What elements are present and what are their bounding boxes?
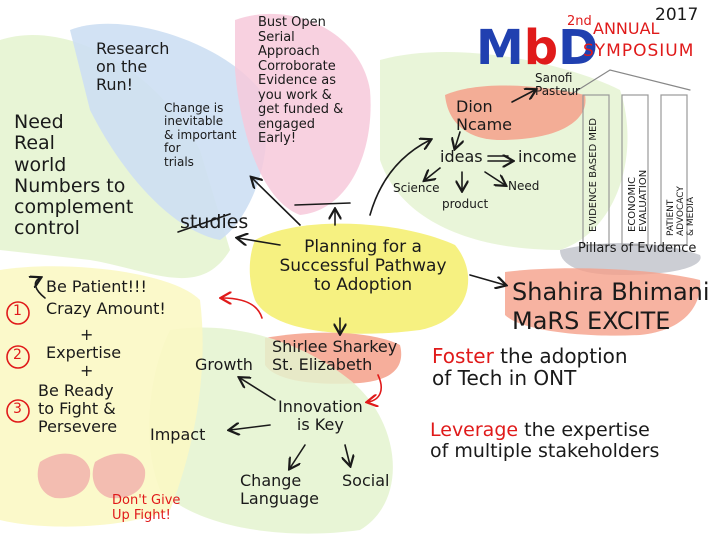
pillars-roof [569,69,691,96]
science: Science [393,181,440,195]
wash-yellow-center [249,223,469,334]
wash-pink-glove-right [92,453,146,499]
arrow-innovation-impact [230,425,271,430]
growth: Growth [195,355,253,374]
be-ready-to-fight: Be Ready to Fight & Persevere [38,381,118,436]
arrow-dion-sanofi [511,90,535,103]
plus-1: + [80,325,94,344]
arrow-innovation-growth [240,378,276,401]
impact: Impact [150,425,206,444]
arrow-to-dion [369,140,430,216]
pillar-patient-advocacy: PATIENT ADVOCACY & MEDIA [666,186,697,236]
logo-mbd: MbD [476,20,598,76]
pillars-of-evidence: Pillars of Evidence [578,241,697,256]
bust-open-serial-approach: Bust Open Serial Approach Corroborate Ev… [258,15,344,147]
arrow-dion-ideas [455,131,460,148]
foster-word: Foster [432,344,494,368]
logo-b: b [523,20,559,76]
logo-m: M [476,20,524,76]
arrow-innovation-language [290,444,306,468]
pillar-middle [621,94,649,246]
arrow-to-shahira [469,274,505,285]
annual: ANNUAL [593,19,660,38]
product: product [442,197,489,211]
wash-pink-glove-left [37,453,91,499]
wash-blue-research [70,23,267,240]
foster-tech: Foster the adoption of Tech in ONT [432,345,628,390]
wash-green-left [0,34,230,279]
logo-d: D [558,20,598,76]
arrow-to-change [252,178,301,226]
wash-gray-pillars [560,243,701,275]
dion-ncame: Dion Ncame [456,97,512,134]
arrow-be-patient [35,278,46,299]
shirlee-sharkey: Shirlee Sharkey St. Elizabeth [272,337,398,374]
ordinal: 2nd [567,14,592,29]
leverage-word: Leverage [430,419,519,441]
arrow-studies-underline [177,213,231,233]
wash-salmon-dion [445,85,586,140]
plus-2: + [80,361,94,380]
pillar-left [582,94,610,246]
pillar-evidence-based-med: EVIDENCE BASED MED [588,118,599,232]
num-circle-3 [6,399,30,423]
num-circle-1 [6,301,30,325]
sanofi-pasteur: Sanofi Pasteur [535,71,580,99]
need: Need [508,179,540,193]
foster-text: the adoption of Tech in ONT [432,344,628,391]
arrow-innovation-social [345,444,350,465]
num-3: 3 [13,401,22,417]
change-is-inevitable: Change is inevitable & important for tri… [164,101,237,169]
arrow-ideas-need [484,171,505,185]
innovation-is-key: Innovation is Key [278,397,363,434]
arrow-red-center-left [222,298,263,319]
year: 2017 [655,5,699,25]
center-title: Planning for a Successful Pathway to Ado… [279,237,447,296]
studies: studies [180,211,249,233]
wash-green-bottom [149,327,393,534]
expertise: Expertise [46,343,122,362]
be-patient: Be Patient!!! Crazy Amount! [46,277,166,318]
pillar-right [660,94,688,246]
arrow-red-shirlee [368,374,382,402]
income: income [518,147,577,166]
need-real-world: Need Real world Numbers to complement co… [14,111,134,240]
leverage-text: the expertise of multiple stakeholders [430,419,660,463]
num-circle-2 [6,345,30,369]
num-2: 2 [13,347,22,363]
social: Social [342,471,390,490]
research-on-the-run: Research on the Run! [96,39,170,94]
ideas: ideas [440,147,483,166]
leverage-expertise: Leverage the expertise of multiple stake… [430,419,660,463]
symposium: SYMPOSIUM [583,41,695,61]
change-language: Change Language [240,471,319,508]
underline-bust [294,202,351,206]
wash-salmon-shahira [505,268,701,336]
num-1: 1 [13,303,22,319]
dont-give-up-fight: Don't Give Up Fight! [112,493,181,523]
arrow-to-studies [238,238,281,245]
wash-pink-bust [235,13,371,215]
shahira-bhimani: Shahira Bhimani MaRS EXCITE [512,278,710,335]
pillar-economic-evaluation: ECONOMIC EVALUATION [627,169,650,232]
arrow-ideas-science [425,167,441,180]
